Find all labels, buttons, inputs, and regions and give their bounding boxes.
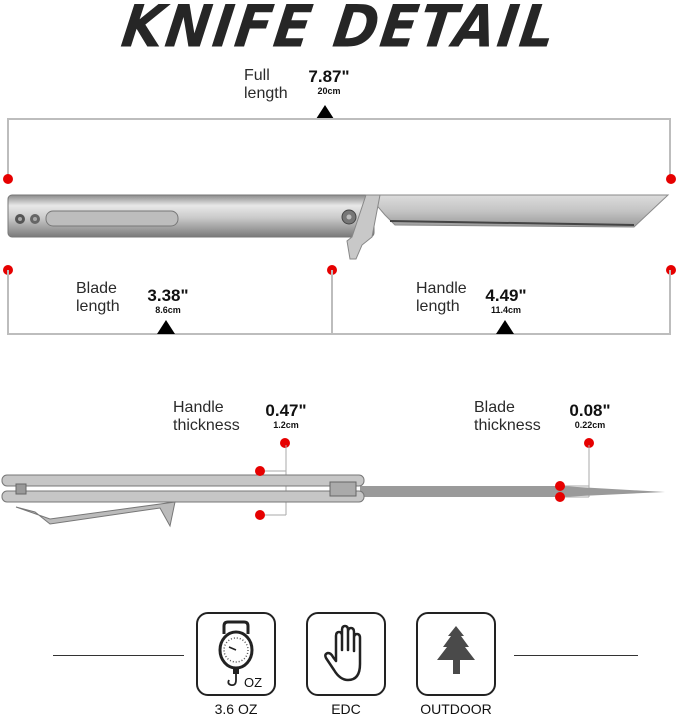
blade-thickness-label: Blade thickness: [474, 399, 541, 435]
blade-length-label: Blade length: [76, 280, 120, 316]
label-line1: Blade: [76, 280, 117, 297]
feature-label-edc: EDC: [331, 701, 361, 717]
handle-thickness-label: Handle thickness: [173, 399, 240, 435]
value-cm: 0.22cm: [574, 420, 606, 430]
guide-vertical: [331, 270, 333, 334]
value-inches: 3.38": [147, 286, 189, 305]
value-inches: 4.49": [485, 286, 527, 305]
value-cm: 8.6cm: [155, 305, 181, 315]
page-title: KNIFE DETAIL: [117, 0, 562, 61]
feature-label-weight: 3.6 OZ: [214, 701, 258, 717]
guide-vertical: [7, 270, 9, 334]
feature-label-outdoor: OUTDOOR: [420, 701, 492, 717]
value-cm: 20cm: [317, 86, 341, 96]
label-line2: length: [416, 298, 460, 315]
guide-vertical: [669, 270, 671, 334]
knife-side-view-image: [7, 194, 670, 260]
label-line1: Handle: [173, 399, 224, 416]
guide-vertical: [669, 118, 671, 178]
feature-card-edc: [306, 612, 386, 696]
hand-icon: [324, 624, 362, 682]
divider-right: [514, 655, 638, 656]
value-cm: 1.2cm: [273, 420, 299, 430]
blade-length-value: 3.38" 8.6cm: [140, 286, 196, 316]
full-length-value: 7.87" 20cm: [304, 67, 354, 97]
knife-spine-view-image: [1, 445, 665, 528]
feature-card-weight: OZ: [196, 612, 276, 696]
value-inches: 0.08": [569, 401, 611, 420]
svg-text:OZ: OZ: [244, 675, 262, 690]
full-length-label: Full length: [244, 67, 288, 103]
pointer-triangle-icon: [157, 320, 175, 334]
handle-length-value: 4.49" 11.4cm: [478, 286, 534, 316]
value-inches: 7.87": [308, 67, 350, 86]
divider-left: [53, 655, 184, 656]
handle-length-label: Handle length: [416, 280, 467, 316]
pointer-triangle-icon: [316, 105, 334, 119]
marker-dot: [3, 174, 13, 184]
feature-card-outdoor: [416, 612, 496, 696]
scale-icon: OZ: [218, 620, 262, 690]
label-line2: length: [244, 85, 288, 102]
marker-dot: [666, 174, 676, 184]
label-line1: Full: [244, 67, 270, 84]
length-guide: [7, 333, 671, 335]
label-line2: thickness: [474, 417, 541, 434]
label-line2: length: [76, 298, 120, 315]
blade-thickness-value: 0.08" 0.22cm: [564, 401, 616, 431]
marker-dot: [666, 265, 676, 275]
value-inches: 0.47": [265, 401, 307, 420]
label-line2: thickness: [173, 417, 240, 434]
tree-icon: [437, 626, 475, 674]
value-cm: 11.4cm: [490, 305, 522, 315]
full-length-guide: [7, 118, 671, 120]
guide-vertical: [7, 118, 9, 178]
label-line1: Blade: [474, 399, 515, 416]
marker-dot: [584, 438, 594, 448]
pointer-triangle-icon: [496, 320, 514, 334]
label-line1: Handle: [416, 280, 467, 297]
handle-thickness-value: 0.47" 1.2cm: [260, 401, 312, 431]
marker-dot: [280, 438, 290, 448]
